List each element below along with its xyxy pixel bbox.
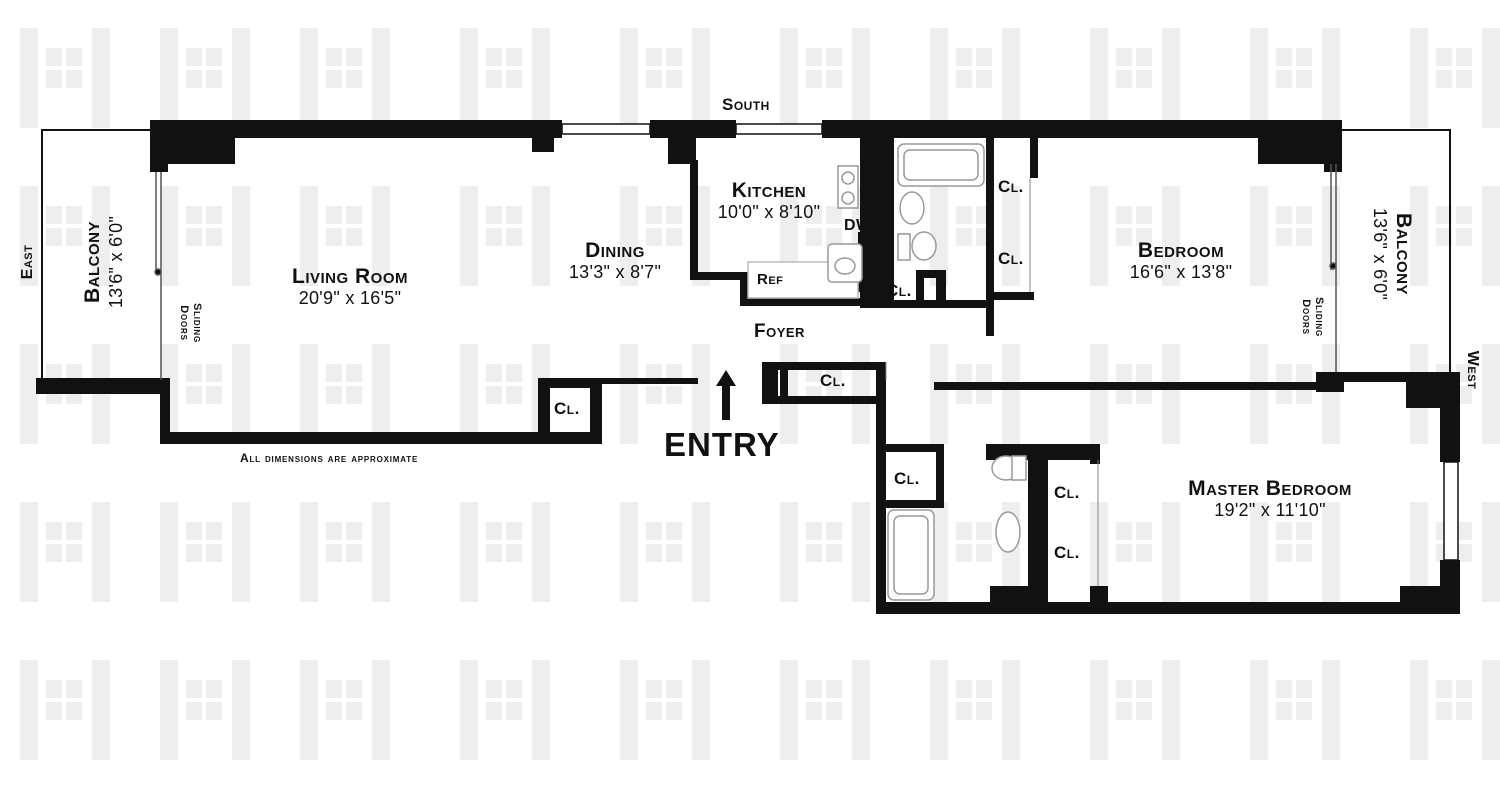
watermark-tile — [20, 502, 110, 602]
room-dims: 13'6" x 6'0" — [1370, 207, 1390, 301]
room-living: Living Room 20'9" x 16'5" — [250, 266, 450, 307]
watermark-tile — [1090, 660, 1180, 760]
room-name: Kitchen — [731, 179, 807, 202]
closet-label: Cl. — [1054, 543, 1080, 562]
watermark-tile — [300, 502, 390, 602]
closet-label: Cl. — [998, 177, 1024, 196]
watermark-tile — [1410, 660, 1500, 760]
watermark-tile — [1090, 344, 1180, 444]
watermark-tile — [620, 502, 710, 602]
room-dims: 20'9" x 16'5" — [298, 288, 402, 308]
watermark-tile — [160, 502, 250, 602]
watermark-tile — [930, 344, 1020, 444]
entry-arrow — [716, 370, 736, 420]
room-bedroom: Bedroom 16'6" x 13'8" — [1096, 240, 1266, 281]
label-sliding-doors-west: Sliding Doors — [1290, 282, 1325, 352]
room-dims: 19'2" x 11'10" — [1214, 500, 1326, 520]
sliding-doors — [154, 164, 1337, 380]
walls — [36, 120, 1460, 614]
room-kitchen: Kitchen 10'0" x 8'10" — [694, 180, 844, 221]
dimensions-note: All dimensions are approximate — [240, 451, 419, 465]
watermark-tile — [780, 28, 870, 128]
watermark-tile — [460, 186, 550, 286]
closet-label: Cl. — [894, 469, 920, 488]
label-text: Sliding — [191, 302, 203, 344]
watermark-tile — [300, 186, 390, 286]
closet-label: Cl. — [1054, 483, 1080, 502]
closet-label: Cl. — [820, 371, 846, 390]
watermark-tile — [160, 660, 250, 760]
room-name: Master Bedroom — [1188, 477, 1352, 500]
fixtures — [747, 143, 1027, 601]
watermark-tile — [20, 28, 110, 128]
watermark-tile — [460, 502, 550, 602]
watermark-tile — [620, 28, 710, 128]
watermark-tile — [780, 502, 870, 602]
room-balcony-west: Balcony 13'6" x 6'0" — [1358, 164, 1415, 344]
room-name: Living Room — [292, 265, 408, 288]
room-dims: 10'0" x 8'10" — [717, 202, 821, 222]
watermark-tile — [780, 660, 870, 760]
watermark-tile — [300, 660, 390, 760]
watermark-tile — [460, 660, 550, 760]
watermark-tile — [620, 344, 710, 444]
balcony-outline-east — [41, 129, 150, 382]
room-dining: Dining 13'3" x 8'7" — [530, 240, 700, 281]
entry-label: ENTRY — [664, 426, 780, 463]
compass-west: West — [1464, 350, 1481, 390]
room-dims: 13'6" x 6'0" — [106, 215, 126, 309]
watermark-tile — [160, 28, 250, 128]
watermark-tile — [160, 186, 250, 286]
watermark-tile — [930, 28, 1020, 128]
room-dims: 13'3" x 8'7" — [568, 262, 662, 282]
watermark-tile — [1250, 660, 1340, 760]
windows — [561, 123, 1459, 561]
watermark-tile — [1410, 186, 1500, 286]
watermark-tile — [620, 660, 710, 760]
label-text: Doors — [178, 305, 190, 341]
watermark-tile — [300, 344, 390, 444]
watermark-tile — [20, 660, 110, 760]
closet-label: Cl. — [554, 399, 580, 418]
watermark-tile — [930, 660, 1020, 760]
room-name: Bedroom — [1137, 239, 1225, 262]
compass-east: East — [19, 244, 36, 280]
watermark-tile — [1090, 502, 1180, 602]
watermark-tile — [300, 28, 390, 128]
label-text: Sliding — [1313, 296, 1325, 338]
watermark-tile — [1090, 186, 1180, 286]
label-dishwasher: DW — [844, 217, 872, 234]
compass-south: South — [722, 95, 770, 114]
watermark-tile — [20, 186, 110, 286]
room-dims: 16'6" x 13'8" — [1129, 262, 1233, 282]
room-name: Balcony — [81, 221, 104, 303]
label-text: Doors — [1300, 299, 1312, 335]
room-balcony-east: Balcony 13'6" x 6'0" — [81, 172, 138, 352]
balcony-outline-west — [1340, 129, 1451, 378]
label-refrigerator: Ref — [757, 271, 784, 288]
room-name: Dining — [585, 239, 645, 262]
watermark-tile — [1250, 28, 1340, 128]
label-sliding-doors-east: Sliding Doors — [168, 288, 203, 358]
closet-doors — [885, 178, 1099, 586]
closet-label: Cl. — [998, 249, 1024, 268]
watermark-tile — [1250, 502, 1340, 602]
watermark-tile — [460, 28, 550, 128]
room-master-bedroom: Master Bedroom 19'2" x 11'10" — [1150, 478, 1390, 519]
watermark-tile — [1090, 28, 1180, 128]
closet-label: Cl. — [886, 281, 912, 300]
room-foyer: Foyer — [754, 321, 805, 342]
watermark-tile — [1410, 28, 1500, 128]
room-name: Balcony — [1392, 213, 1415, 295]
